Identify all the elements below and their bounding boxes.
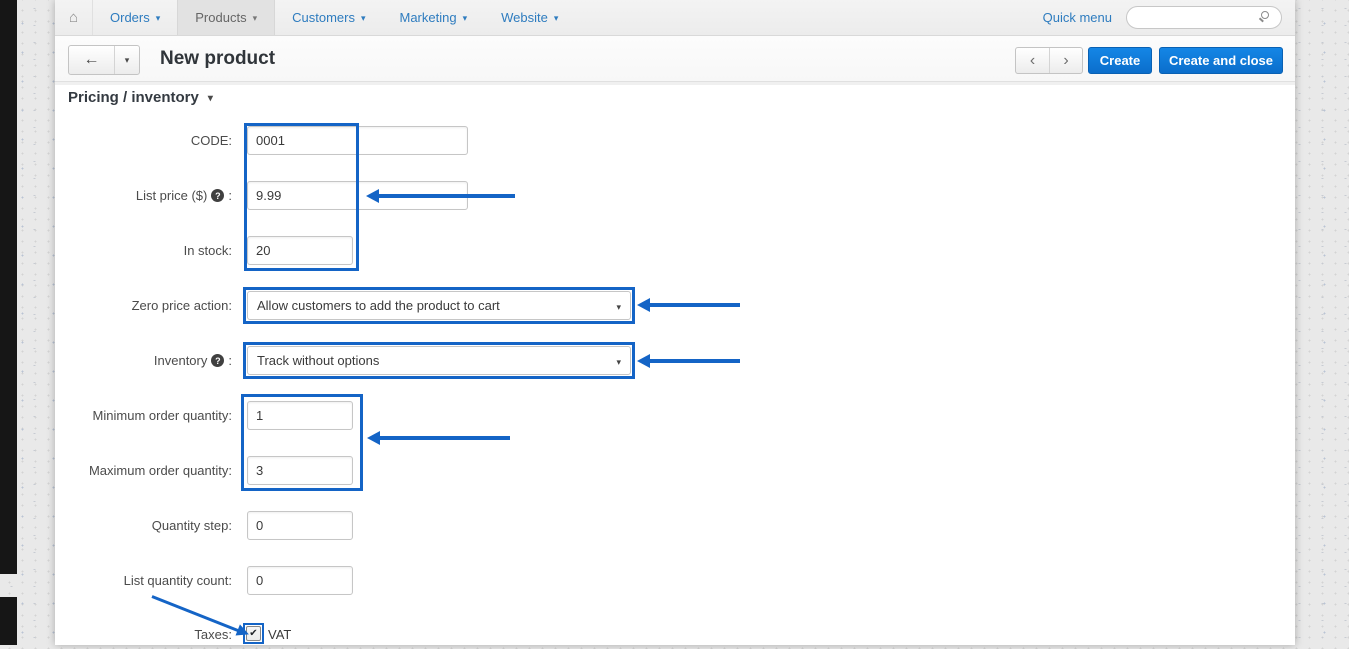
inventory-label: Inventory ? : xyxy=(153,353,232,368)
vat-checkbox-label: VAT xyxy=(268,627,292,642)
page-toolbar: ← ▾ New product ‹ › Create Create and cl… xyxy=(55,36,1295,82)
nav-item-label: Orders xyxy=(110,10,150,25)
admin-search xyxy=(1126,6,1282,29)
annotation-rect-vat-checkbox xyxy=(243,623,264,644)
nav-right-group: Quick menu xyxy=(1043,0,1295,35)
create-and-close-button[interactable]: Create and close xyxy=(1159,47,1283,74)
quick-menu-link[interactable]: Quick menu xyxy=(1042,10,1112,25)
search-input[interactable] xyxy=(1137,8,1255,27)
nav-item-label: Marketing xyxy=(399,10,457,25)
nav-item-label: Products xyxy=(195,10,247,25)
prev-button[interactable]: ‹ xyxy=(1016,48,1049,73)
nav-item-customers[interactable]: Customers ▾ xyxy=(275,0,382,35)
annotation-arrow-inventory xyxy=(637,354,740,368)
top-nav: ⌂ Orders ▾ Products ▾ Customers ▾ Market… xyxy=(55,0,1295,36)
select-caret-icon: ▾ xyxy=(616,357,621,367)
page-title: New product xyxy=(160,48,276,69)
nav-item-marketing[interactable]: Marketing ▾ xyxy=(383,0,485,35)
quantity-step-input[interactable] xyxy=(247,511,353,540)
next-button[interactable]: › xyxy=(1049,48,1082,73)
prev-next-split-button: ‹ › xyxy=(1015,47,1083,74)
list-quantity-count-label: List quantity count: xyxy=(123,573,232,588)
zero-price-action-label: Zero price action: xyxy=(131,298,232,313)
in-stock-label: In stock: xyxy=(183,243,232,258)
nav-item-label: Website xyxy=(501,10,548,25)
back-dropdown-button[interactable]: ▾ xyxy=(114,46,139,74)
section-heading-pricing-inventory[interactable]: Pricing / inventory ▾ xyxy=(68,89,213,106)
max-order-qty-input[interactable] xyxy=(247,456,353,485)
chevron-down-icon: ▾ xyxy=(553,12,559,23)
screen-edge-strip-top xyxy=(0,0,17,574)
back-split-button: ← ▾ xyxy=(68,45,140,75)
help-icon[interactable]: ? xyxy=(211,189,225,202)
in-stock-input[interactable] xyxy=(247,236,353,265)
nav-item-label: Customers xyxy=(292,10,355,25)
chevron-left-icon: ‹ xyxy=(1029,51,1036,69)
selected-option: Allow customers to add the product to ca… xyxy=(257,298,500,313)
nav-item-orders[interactable]: Orders ▾ xyxy=(93,0,177,35)
chevron-down-icon: ▾ xyxy=(124,54,130,65)
annotation-rect-min-max-qty xyxy=(241,394,363,491)
screen-edge-strip-bottom xyxy=(0,597,17,645)
nav-item-website[interactable]: Website ▾ xyxy=(484,0,575,35)
annotation-rect-inventory xyxy=(243,342,635,379)
annotation-rect-zero-price-action xyxy=(243,287,635,324)
min-order-qty-label: Minimum order quantity: xyxy=(92,408,232,423)
chevron-down-icon: ▾ xyxy=(462,12,468,23)
annotation-arrow-min-max-qty xyxy=(367,431,510,445)
chevron-down-icon: ▾ xyxy=(155,12,161,23)
help-icon[interactable]: ? xyxy=(211,354,225,367)
vat-checkbox[interactable]: ✔ xyxy=(246,626,261,641)
admin-window: ⌂ Orders ▾ Products ▾ Customers ▾ Market… xyxy=(55,0,1295,645)
search-icon[interactable] xyxy=(1259,11,1272,24)
nav-item-products[interactable]: Products ▾ xyxy=(177,0,276,35)
back-arrow-icon: ← xyxy=(83,51,100,68)
max-order-qty-label: Maximum order quantity: xyxy=(88,463,232,478)
inventory-select[interactable]: Track without options ▾ xyxy=(247,346,631,375)
annotation-rect-code-price-stock xyxy=(244,123,359,271)
chevron-down-icon: ▾ xyxy=(252,12,258,23)
code-label: CODE: xyxy=(190,133,232,148)
select-caret-icon: ▾ xyxy=(616,302,621,312)
min-order-qty-input[interactable] xyxy=(247,401,353,430)
section-title: Pricing / inventory xyxy=(68,89,199,106)
create-button[interactable]: Create xyxy=(1088,47,1152,74)
list-price-label: List price ($) ? : xyxy=(135,188,232,203)
back-button[interactable]: ← xyxy=(69,46,114,74)
home-icon[interactable]: ⌂ xyxy=(55,0,93,35)
annotation-arrow-zero-price-action xyxy=(637,298,740,312)
check-icon: ✔ xyxy=(249,628,258,639)
zero-price-action-select[interactable]: Allow customers to add the product to ca… xyxy=(247,291,631,320)
quantity-step-label: Quantity step: xyxy=(151,518,232,533)
chevron-down-icon: ▾ xyxy=(207,93,213,104)
list-quantity-count-input[interactable] xyxy=(247,566,353,595)
annotation-arrow-list-price xyxy=(366,189,515,203)
chevron-right-icon: › xyxy=(1063,51,1069,69)
chevron-down-icon: ▾ xyxy=(360,12,366,23)
selected-option: Track without options xyxy=(257,353,380,368)
taxes-label: Taxes: xyxy=(194,627,232,642)
